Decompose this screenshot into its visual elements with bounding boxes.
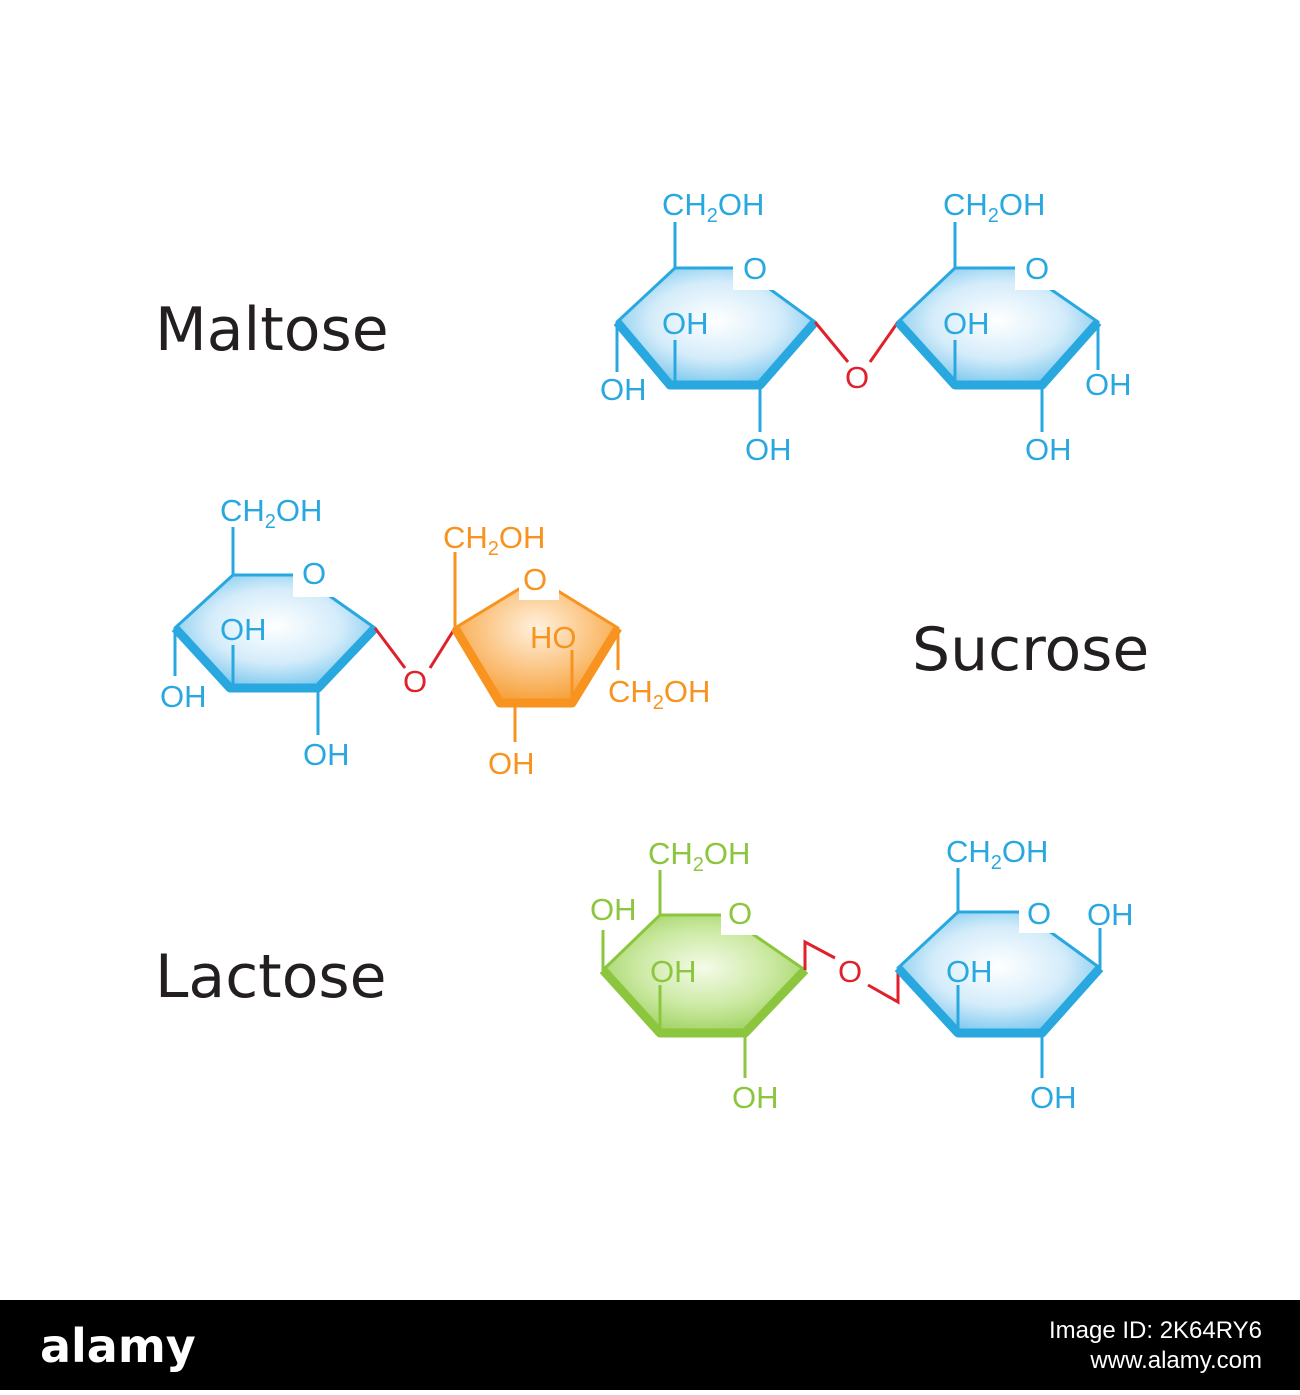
maltose-ring-oxygen-2: O bbox=[1025, 251, 1049, 286]
maltose-glycosidic-bond bbox=[813, 321, 900, 363]
lactose-galactose-oh-c4: OH bbox=[590, 892, 637, 927]
maltose-title: Maltose bbox=[155, 295, 389, 365]
lactose-bridge-oxygen: O bbox=[838, 954, 862, 989]
sucrose-fructose-ch2oh-right: CH2OH bbox=[608, 674, 710, 714]
lactose-title: Lactose bbox=[155, 942, 387, 1012]
maltose-glucose-ring-2 bbox=[894, 222, 1102, 432]
footer-bar: alamy Image ID: 2K64RY6 www.alamy.com bbox=[0, 1300, 1300, 1390]
sucrose-glycosidic-bond bbox=[373, 627, 457, 669]
lactose-glucose-oh-c2: OH bbox=[1030, 1080, 1077, 1115]
lactose-structure: CH2OH O OH OH OH O CH2OH O OH OH OH bbox=[590, 834, 1134, 1115]
sucrose-glucose-ring-oxygen: O bbox=[302, 556, 326, 591]
lactose-galactose-ring bbox=[599, 870, 809, 1078]
lactose-glucose-oh-c3: OH bbox=[946, 954, 993, 989]
sucrose-fructose-ring bbox=[451, 552, 622, 742]
maltose-oh-c4-1: OH bbox=[600, 372, 647, 407]
lactose-galactose-ring-oxygen: O bbox=[728, 896, 752, 931]
sucrose-fructose-ring-oxygen: O bbox=[523, 562, 547, 597]
maltose-ch2oh-1: CH2OH bbox=[662, 187, 764, 227]
disaccharides-diagram: Maltose Sucrose Lactose CH2OH O OH OH OH… bbox=[155, 187, 1150, 1115]
sucrose-glucose-oh-c3: OH bbox=[220, 612, 267, 647]
maltose-oh-c2-1: OH bbox=[745, 432, 792, 467]
maltose-structure: CH2OH O OH OH OH O CH2OH O OH OH OH bbox=[600, 187, 1132, 467]
lactose-glycosidic-bond bbox=[803, 939, 900, 1005]
maltose-glucose-ring-1 bbox=[613, 222, 819, 432]
sucrose-bridge-oxygen: O bbox=[403, 664, 427, 699]
sucrose-structure: CH2OH O OH OH OH O CH2OH O HO CH2OH OH bbox=[160, 493, 710, 781]
lactose-galactose-oh-c2: OH bbox=[732, 1080, 779, 1115]
lactose-galactose-ch2oh: CH2OH bbox=[648, 836, 750, 876]
footer-url: www.alamy.com bbox=[1089, 1347, 1262, 1374]
sucrose-glucose-ch2oh: CH2OH bbox=[220, 493, 322, 533]
maltose-oh-c1-2: OH bbox=[1085, 367, 1132, 402]
maltose-ch2oh-2: CH2OH bbox=[943, 187, 1045, 227]
footer-image-id: Image ID: 2K64RY6 bbox=[1049, 1317, 1262, 1344]
lactose-glucose-ch2oh: CH2OH bbox=[946, 834, 1048, 874]
maltose-bridge-oxygen: O bbox=[845, 360, 869, 395]
lactose-glucose-ring bbox=[894, 868, 1104, 1078]
footer-brand-logo: alamy bbox=[40, 1319, 196, 1373]
maltose-oh-c3-2: OH bbox=[943, 306, 990, 341]
sucrose-fructose-ch2oh-top: CH2OH bbox=[443, 520, 545, 560]
sucrose-title: Sucrose bbox=[912, 615, 1149, 685]
sucrose-fructose-ho: HO bbox=[530, 620, 577, 655]
maltose-ring-oxygen-1: O bbox=[743, 251, 767, 286]
sucrose-glucose-oh-c4: OH bbox=[160, 679, 207, 714]
sucrose-glucose-ring bbox=[171, 527, 379, 735]
lactose-glucose-ring-oxygen: O bbox=[1027, 896, 1051, 931]
maltose-oh-c3-1: OH bbox=[662, 306, 709, 341]
lactose-galactose-oh-c3: OH bbox=[650, 954, 697, 989]
lactose-glucose-oh-c1: OH bbox=[1087, 897, 1134, 932]
sucrose-glucose-oh-c2: OH bbox=[303, 737, 350, 772]
maltose-oh-c2-2: OH bbox=[1025, 432, 1072, 467]
sucrose-fructose-oh-bottom: OH bbox=[488, 746, 535, 781]
